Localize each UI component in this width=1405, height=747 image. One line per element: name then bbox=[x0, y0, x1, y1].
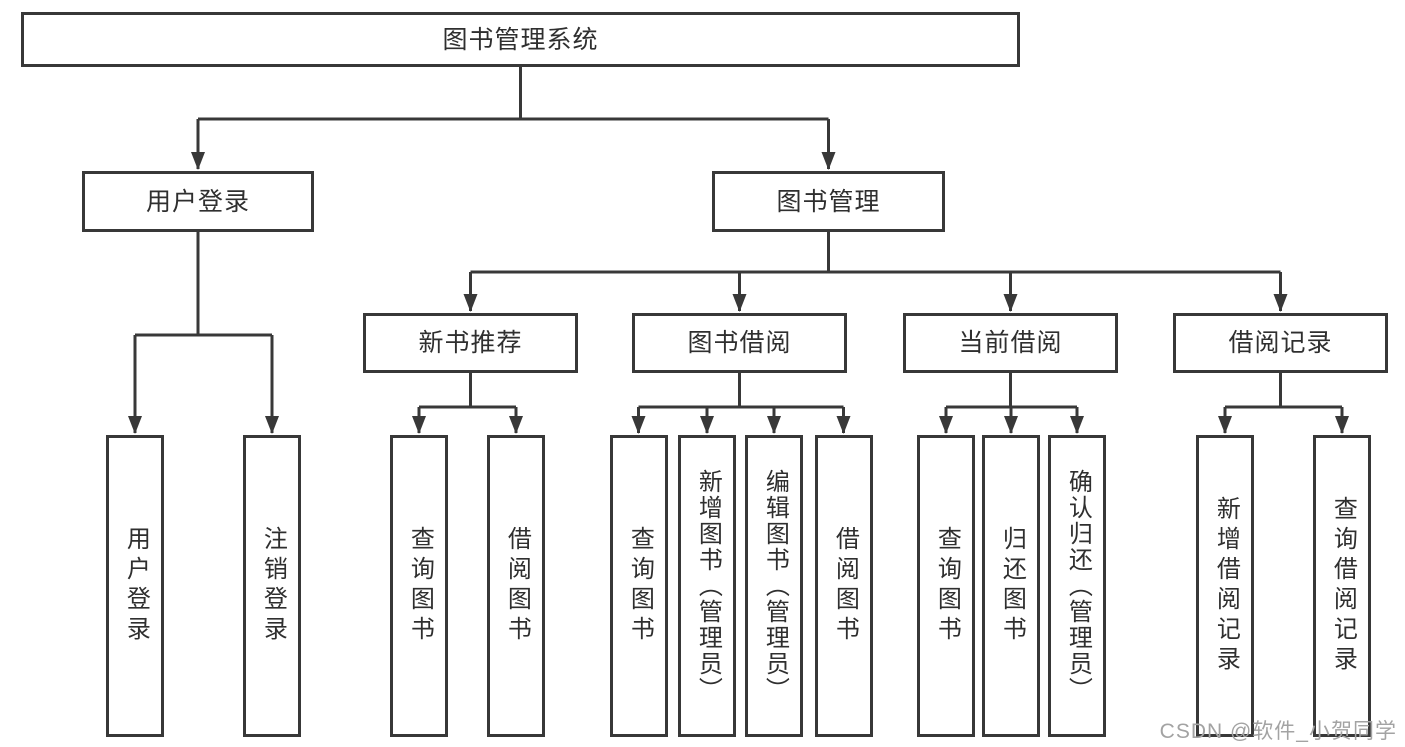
leaf-query-books-borrowing: 查询图书 bbox=[610, 435, 668, 737]
node-current-borrowing: 当前借阅 bbox=[903, 313, 1118, 373]
node-user-login: 用户登录 bbox=[82, 171, 314, 232]
node-book-borrowing: 图书借阅 bbox=[632, 313, 847, 373]
connector-records-bus bbox=[1225, 373, 1342, 409]
leaf-user-login: 用户登录 bbox=[106, 435, 164, 737]
leaf-logout: 注销登录 bbox=[243, 435, 301, 737]
leaf-add-borrow-record: 新增借阅记录 bbox=[1196, 435, 1254, 737]
csdn-watermark: CSDN @软件_小贺同学 bbox=[1159, 720, 1397, 743]
leaf-borrow-books: 借阅图书 bbox=[815, 435, 873, 737]
connector-current-bus bbox=[946, 373, 1077, 409]
connector-root-bus bbox=[198, 67, 829, 121]
leaf-add-books-admin: 新增图书（管理员） bbox=[678, 435, 736, 737]
node-system-root: 图书管理系统 bbox=[21, 12, 1020, 67]
leaf-borrow-books-recommend: 借阅图书 bbox=[487, 435, 545, 737]
node-book-management: 图书管理 bbox=[712, 171, 945, 232]
leaf-confirm-return-admin: 确认归还（管理员） bbox=[1048, 435, 1106, 737]
leaf-query-borrow-record: 查询借阅记录 bbox=[1313, 435, 1371, 737]
leaf-query-books-current: 查询图书 bbox=[917, 435, 975, 737]
leaf-edit-books-admin: 编辑图书（管理员） bbox=[745, 435, 803, 737]
connector-mgmt-bus bbox=[470, 232, 1281, 274]
leaf-query-books-recommend: 查询图书 bbox=[390, 435, 448, 737]
connector-newbook-bus bbox=[419, 373, 516, 409]
connector-borrow-bus bbox=[638, 373, 844, 409]
connector-login-bus bbox=[135, 232, 272, 337]
leaf-return-books: 归还图书 bbox=[982, 435, 1040, 737]
node-new-book-recommend: 新书推荐 bbox=[363, 313, 578, 373]
node-borrowing-records: 借阅记录 bbox=[1173, 313, 1388, 373]
